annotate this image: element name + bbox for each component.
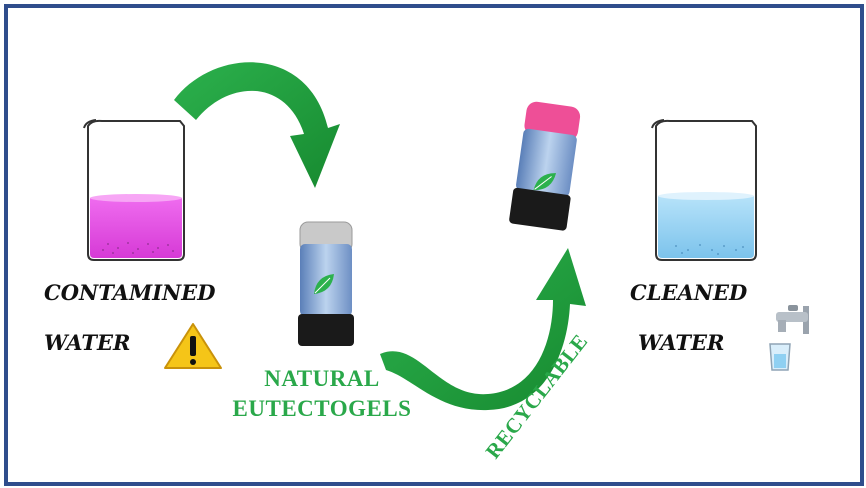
warning-icon: [164, 323, 222, 369]
diagram-canvas: [83, 62, 809, 411]
figure-frame: CONTAMINED WATER CLEANED WATER NATURAL E…: [4, 4, 864, 486]
natural-label-line2: EUTECTOGELS: [232, 396, 412, 421]
contamined-label: CONTAMINED: [44, 280, 216, 305]
recycled-vial: [509, 101, 581, 231]
water-right-label: WATER: [638, 330, 725, 355]
curved-arrow-icon: [174, 62, 340, 188]
curved-arrow-icon: [380, 248, 586, 411]
water-left-label: WATER: [44, 330, 131, 355]
natural-eutectogels-label: NATURAL EUTECTOGELS: [222, 364, 422, 424]
contaminated-beaker: [83, 119, 185, 261]
tap-icon: [769, 305, 809, 371]
cleaned-beaker: [651, 119, 757, 261]
eutectogel-vial: [298, 221, 354, 346]
leaf-icon: [533, 173, 557, 191]
natural-label-line1: NATURAL: [264, 366, 380, 391]
cleaned-label: CLEANED: [630, 280, 748, 305]
leaf-icon: [314, 274, 334, 294]
